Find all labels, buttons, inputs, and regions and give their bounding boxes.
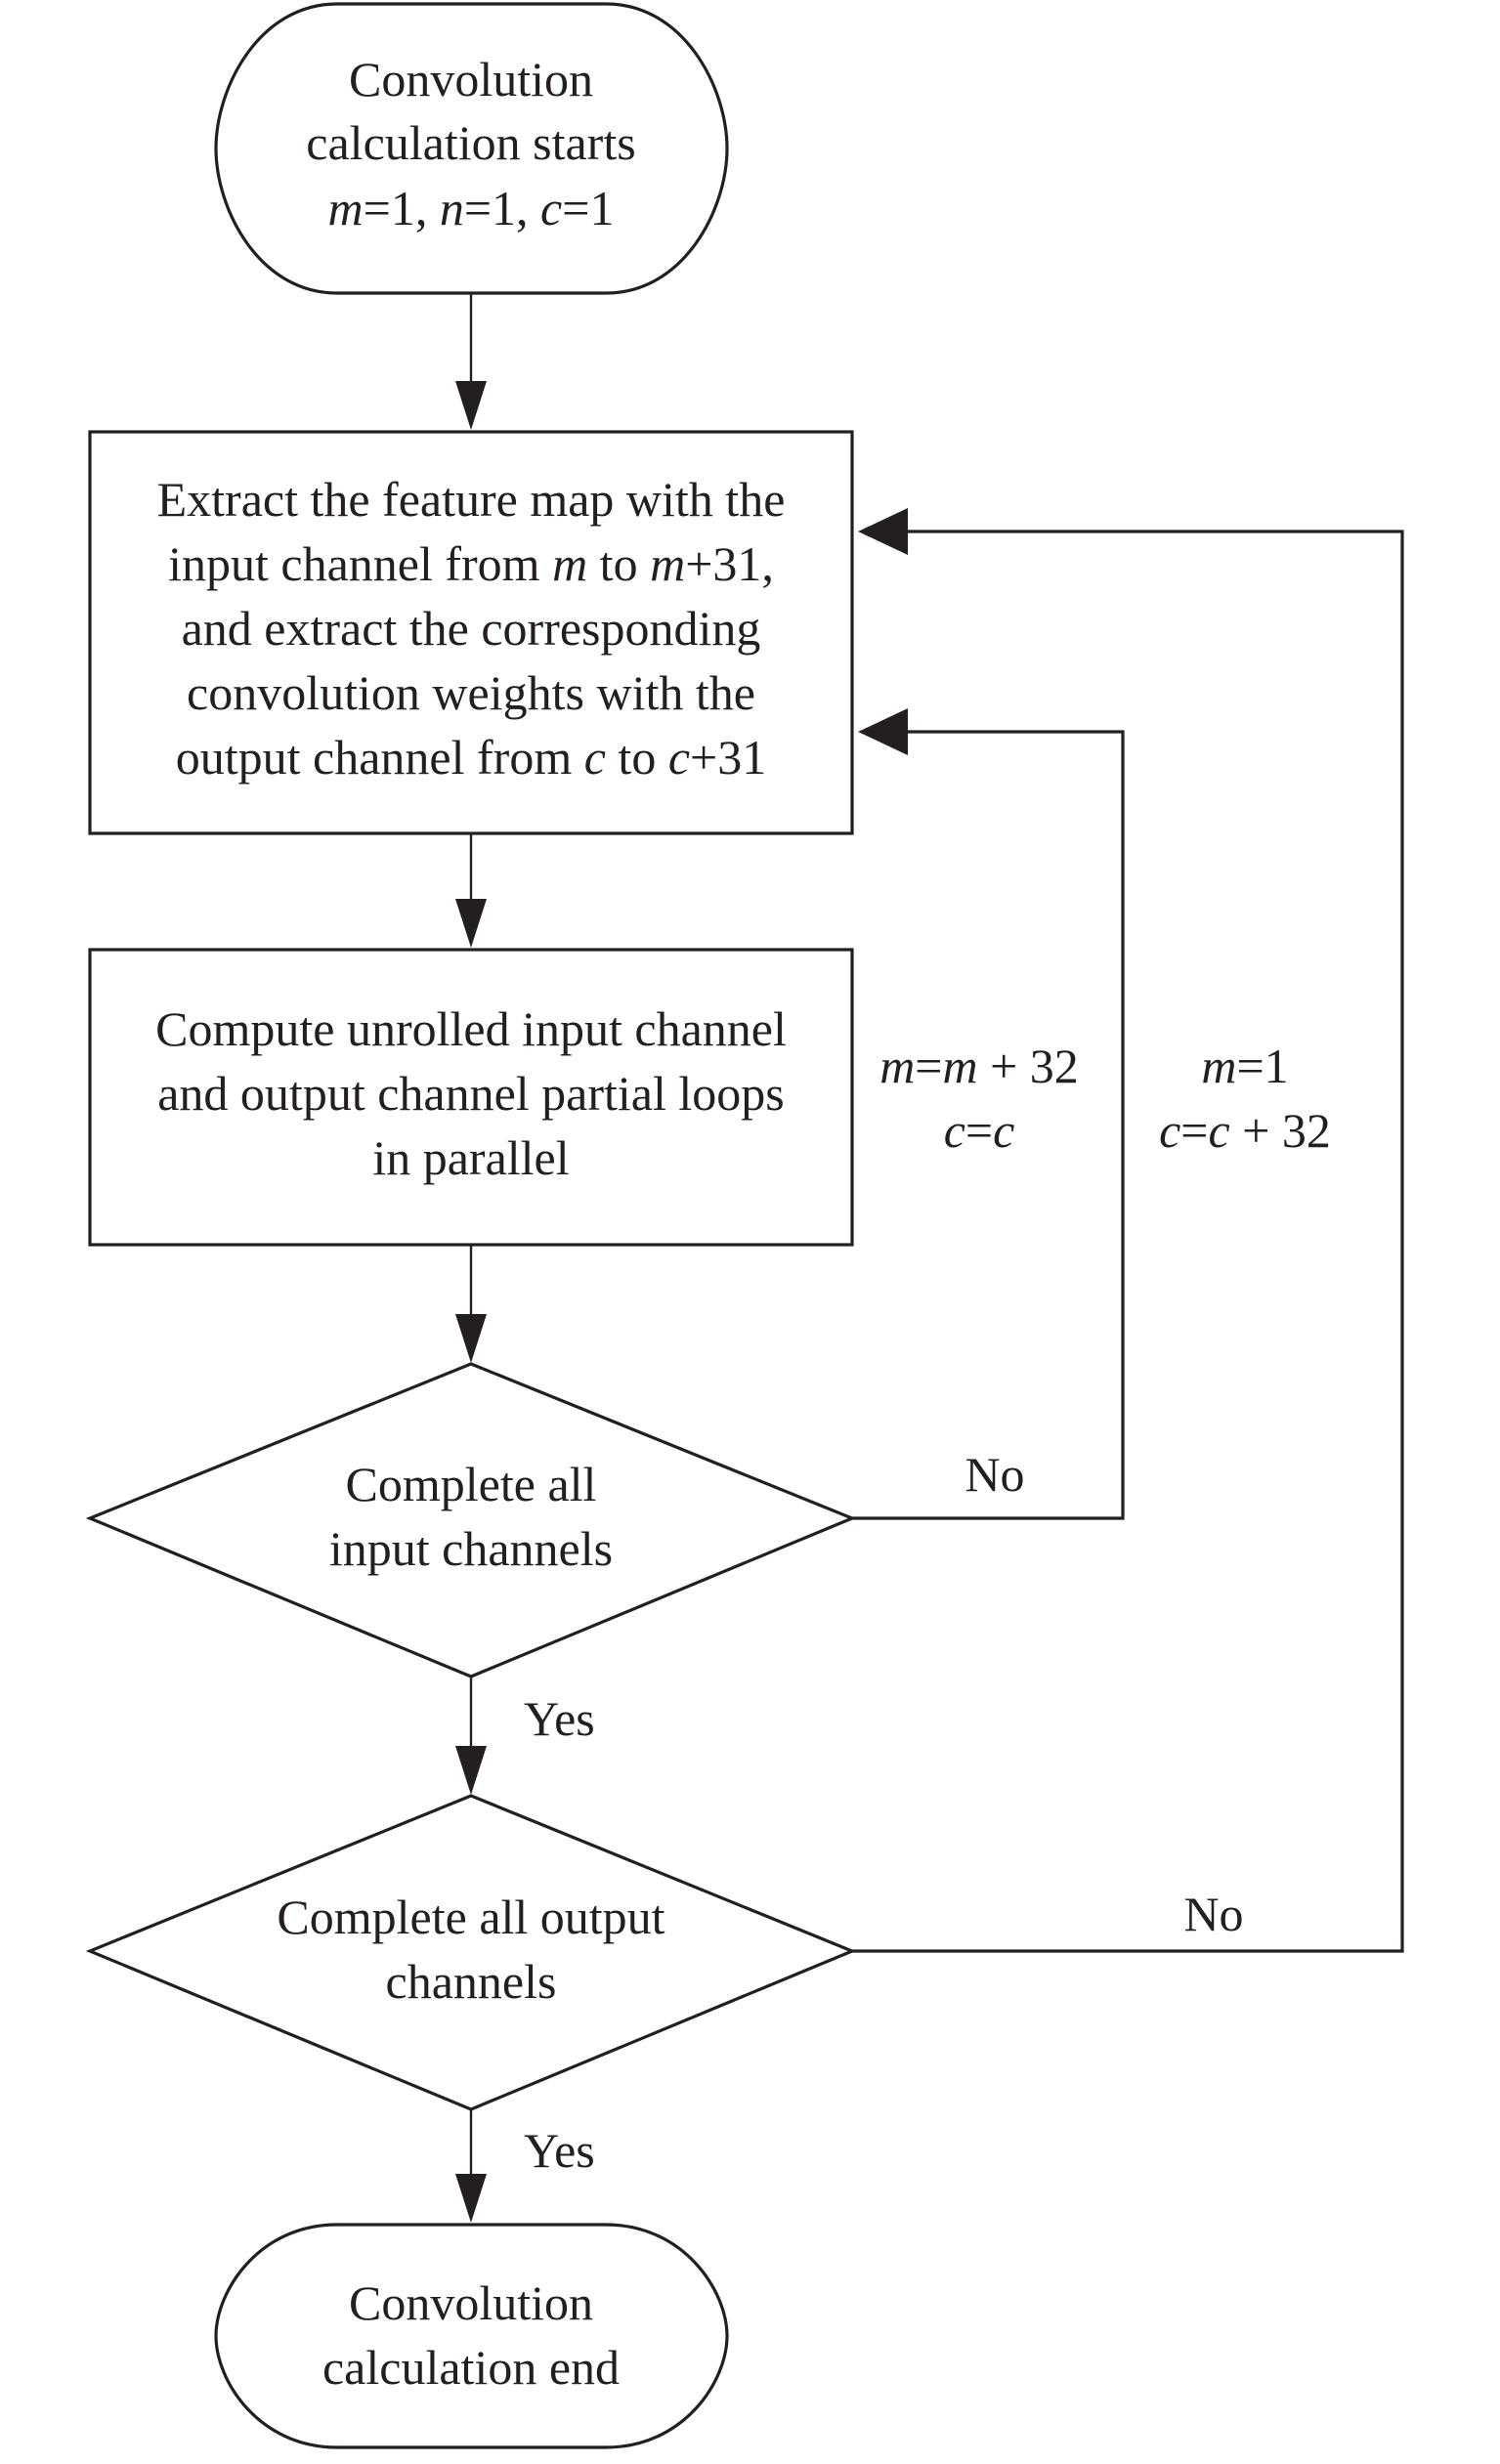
arrowhead-down-icon: [455, 381, 487, 430]
decision-input-channels: [85, 1362, 857, 1678]
decision-output-channels: [85, 1794, 857, 2111]
edge-label-no-inner: No: [964, 1447, 1024, 1502]
arrowhead-down-icon: [455, 899, 487, 948]
compute-text-line1: Compute unrolled input channel: [155, 1001, 787, 1056]
edge-label-yes-1: Yes: [524, 1691, 595, 1746]
compute-process-box: [88, 948, 854, 1247]
start-terminal: [214, 2, 729, 295]
arrowhead-down-icon: [455, 1314, 487, 1363]
extract-text-line5: output channel from c to c+31: [176, 730, 766, 785]
arrowhead-left-icon: [858, 508, 908, 555]
decision-output-line1: Complete all output: [277, 1890, 664, 1944]
extract-text-line1: Extract the feature map with the: [157, 472, 786, 527]
start-text-line2: calculation starts: [306, 115, 635, 170]
extract-text-line3: and extract the corresponding: [182, 601, 761, 656]
end-text-line1: Convolution: [349, 2275, 593, 2330]
end-text-line2: calculation end: [322, 2340, 620, 2395]
start-init-values: m=1, n=1, c=1: [328, 181, 615, 235]
inner-loop-update-c: c=c: [944, 1103, 1015, 1158]
outer-loop-update-m: m=1: [1201, 1039, 1288, 1093]
decision-input-line1: Complete all: [346, 1457, 597, 1511]
compute-text-line3: in parallel: [372, 1130, 569, 1185]
extract-text-line4: convolution weights with the: [187, 665, 755, 720]
edge-label-no-outer: No: [1183, 1887, 1243, 1941]
outer-loop-update-c: c=c + 32: [1159, 1103, 1331, 1158]
extract-process-box: [88, 430, 854, 835]
extract-text-line2: input channel from m to m+31,: [168, 536, 774, 591]
inner-loop-update-m: m=m + 32: [879, 1039, 1079, 1093]
loop-inner-no-path: [852, 730, 1125, 1520]
edge-label-yes-2: Yes: [524, 2123, 595, 2178]
decision-input-line2: input channels: [329, 1521, 613, 1576]
compute-text-line2: and output channel partial loops: [157, 1066, 785, 1121]
arrowhead-down-icon: [455, 1746, 487, 1795]
arrowhead-left-icon: [858, 708, 908, 755]
end-terminal: [214, 2223, 729, 2449]
decision-output-line2: channels: [386, 1954, 557, 2009]
arrowhead-down-icon: [455, 2174, 487, 2223]
loop-outer-no-path: [852, 530, 1404, 1953]
start-text-line1: Convolution: [349, 52, 593, 106]
